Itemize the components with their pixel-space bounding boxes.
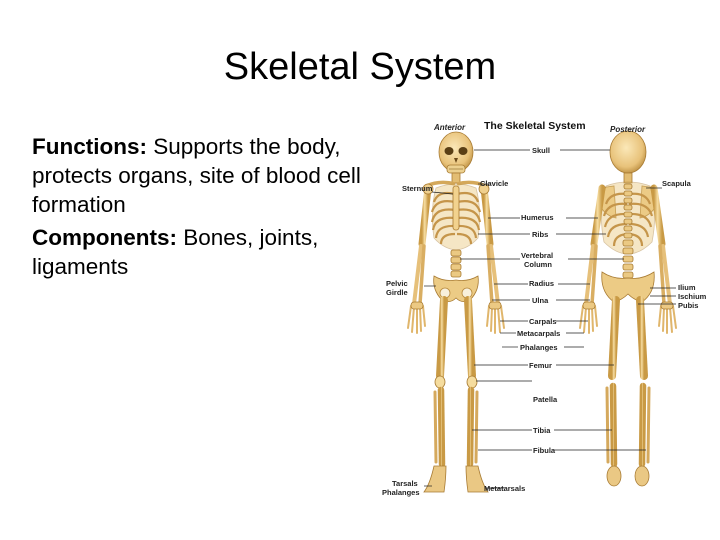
label-radius: Radius: [529, 279, 554, 288]
label-ischium: Ischium: [678, 292, 707, 301]
components-paragraph: Components: Bones, joints, ligaments: [32, 223, 377, 281]
label-tibia: Tibia: [533, 426, 551, 435]
label-pelvic-1: Pelvic: [386, 279, 408, 288]
label-patella: Patella: [533, 395, 558, 404]
label-sternum: Sternum: [402, 184, 433, 193]
label-phalanges-foot: Phalanges: [382, 488, 420, 497]
label-ulna: Ulna: [532, 296, 549, 305]
label-metacarpals: Metacarpals: [517, 329, 560, 338]
functions-paragraph: Functions: Supports the body, protects o…: [32, 132, 377, 219]
components-text: Bones, joints, ligaments: [32, 225, 319, 279]
anterior-skeleton: [407, 131, 505, 493]
posterior-skeleton: [579, 130, 677, 487]
label-clavicle: Clavicle: [480, 179, 508, 188]
anterior-label: Anterior: [433, 123, 466, 132]
label-phalanges-hand: Phalanges: [520, 343, 558, 352]
functions-text: Supports the body, protects organs, site…: [32, 134, 361, 217]
posterior-label: Posterior: [610, 125, 646, 134]
label-fibula: Fibula: [533, 446, 556, 455]
label-vertebral-2: Column: [524, 260, 552, 269]
skeleton-illustration: Anterior The Skeletal System Posterior S…: [382, 120, 707, 497]
skeleton-figure: Anterior The Skeletal System Posterior S…: [378, 114, 720, 504]
label-tarsals: Tarsals: [392, 479, 418, 488]
label-carpals: Carpals: [529, 317, 557, 326]
label-humerus: Humerus: [521, 213, 554, 222]
label-metatarsals: Metatarsals: [484, 484, 525, 493]
components-label: Components:: [32, 225, 177, 250]
label-ribs: Ribs: [532, 230, 548, 239]
leader-lines: [424, 149, 676, 489]
functions-label: Functions:: [32, 134, 147, 159]
label-scapula: Scapula: [662, 179, 692, 188]
label-ilium: Ilium: [678, 283, 696, 292]
slide-body: Functions: Supports the body, protects o…: [32, 132, 377, 285]
label-pubis: Pubis: [678, 301, 698, 310]
label-femur: Femur: [529, 361, 552, 370]
label-vertebral-1: Vertebral: [521, 251, 553, 260]
figure-labels: Anterior The Skeletal System Posterior S…: [382, 120, 707, 497]
slide-title: Skeletal System: [223, 46, 497, 88]
label-skull: Skull: [532, 146, 550, 155]
figure-title: The Skeletal System: [484, 120, 586, 132]
label-pelvic-2: Girdle: [386, 288, 408, 297]
